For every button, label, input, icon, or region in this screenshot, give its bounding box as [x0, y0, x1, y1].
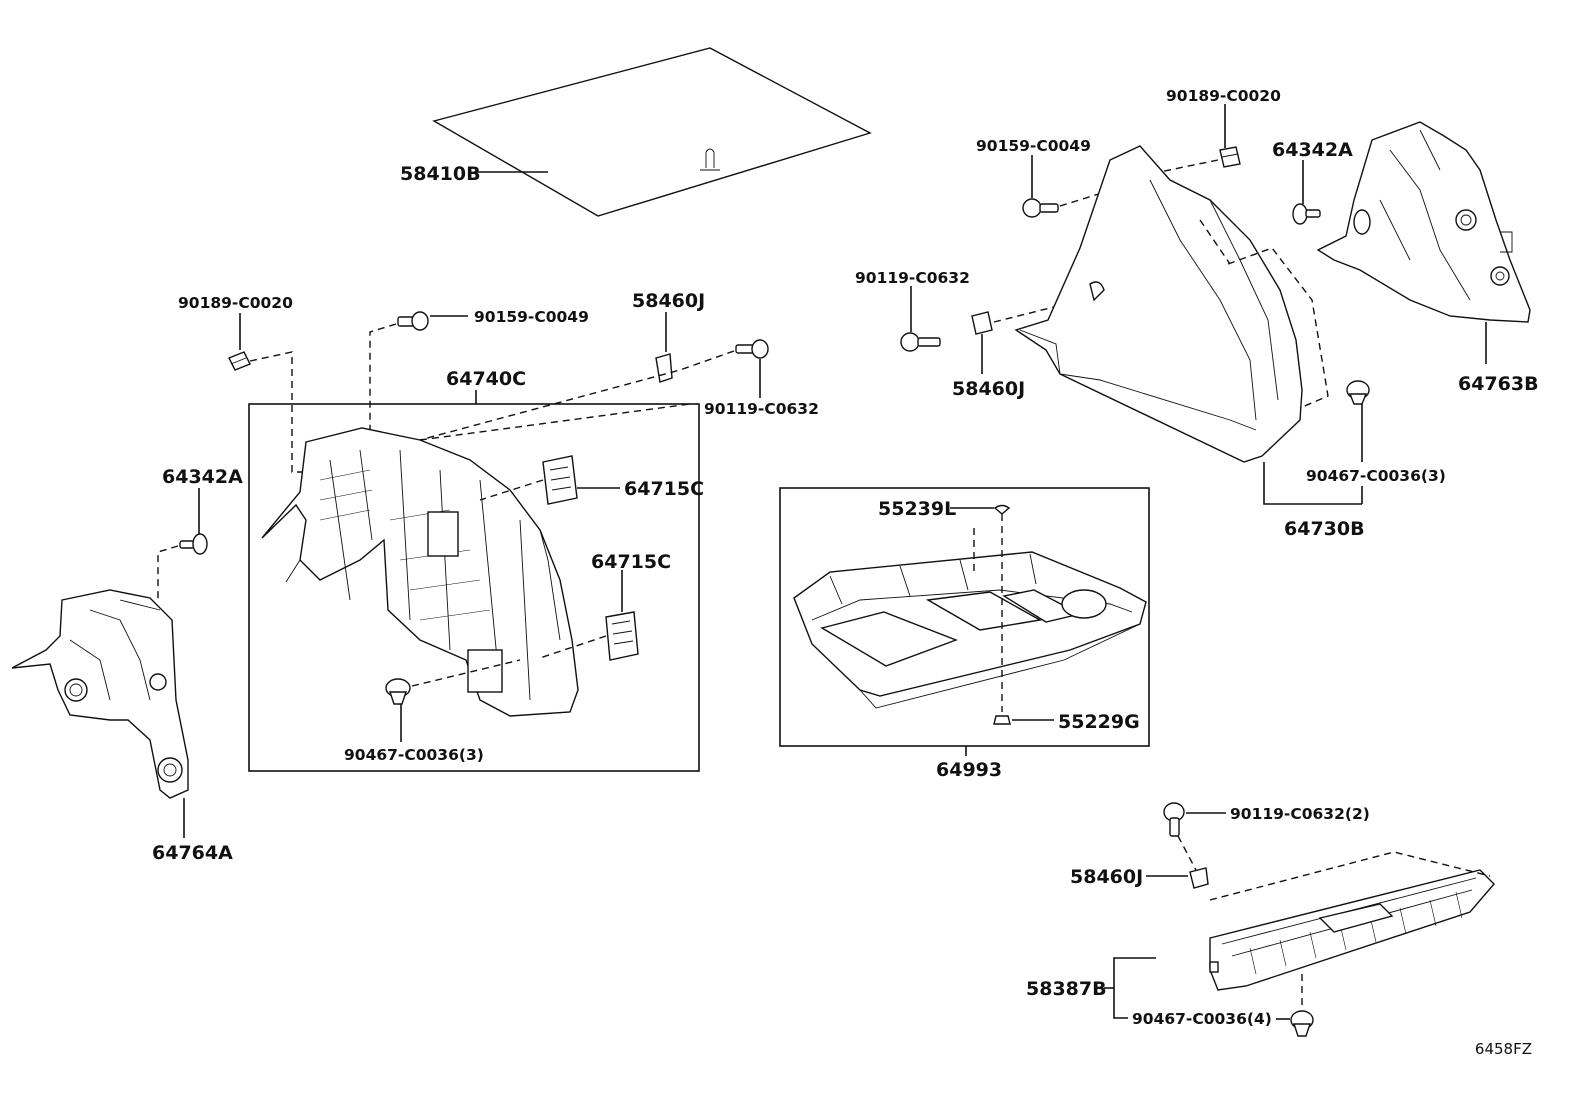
label-bolt-bottom: 90119-C0632(2) — [1230, 805, 1370, 823]
trim-right-dash2 — [1199, 219, 1231, 265]
label-clip-top-left: 90189-C0020 — [178, 294, 293, 312]
label-retainer-bottom: 58460J — [1070, 866, 1143, 888]
pin-right-icon — [1292, 203, 1321, 225]
label-bolt-right: 90119-C0632 — [855, 269, 970, 287]
label-screw-top-left: 90159-C0049 — [474, 308, 589, 326]
label-pin-left: 64342A — [162, 466, 243, 488]
sill-plate-leader — [1113, 957, 1156, 1019]
trim-right-dash — [1227, 247, 1329, 409]
sill-plate-part — [1209, 869, 1495, 991]
figure-code: 6458FZ — [1475, 1040, 1532, 1058]
label-screw-top-right: 90159-C0049 — [976, 137, 1091, 155]
label-clip-bottom: 90467-C0036(4) — [1132, 1010, 1272, 1028]
bolt-left-path — [419, 350, 735, 441]
label-panel-left: 64764A — [152, 842, 233, 864]
retainer-right-path — [993, 297, 1091, 323]
clip-top-left-path — [249, 351, 322, 473]
bolt-left-icon — [735, 339, 769, 359]
clip-bottom-icon — [1290, 1010, 1314, 1037]
quarter-trim-right-part — [1014, 145, 1303, 463]
box-clip-top-icon — [993, 504, 1011, 515]
clip-left-bottom-icon — [385, 678, 411, 705]
deck-tray-part — [793, 551, 1147, 709]
label-bracket-upper: 64715C — [624, 478, 704, 500]
label-sill-plate: 58387B — [1026, 978, 1107, 1000]
deck-box-frame — [779, 487, 1150, 747]
clip-top-right-icon — [1219, 146, 1241, 168]
label-clip-right: 90467-C0036(3) — [1306, 467, 1446, 485]
retainer-right-icon — [971, 311, 993, 335]
label-clip-left-bottom: 90467-C0036(3) — [344, 746, 484, 764]
bracket-lower-part — [605, 611, 639, 661]
bolt-bottom-icon — [1163, 802, 1185, 837]
trim-left-box — [248, 403, 700, 772]
screw-top-right-icon — [1022, 198, 1059, 218]
bolt-right-icon — [900, 332, 941, 352]
label-trim-right: 64730B — [1284, 518, 1365, 540]
pin-left-icon — [179, 533, 208, 555]
label-bracket-lower: 64715C — [591, 551, 671, 573]
panel-right-part — [1316, 121, 1531, 323]
box-clip-bottom-icon — [993, 715, 1011, 725]
trim-left-top-dash — [419, 403, 691, 441]
label-retainer-left: 58460J — [632, 290, 705, 312]
floor-mat-part — [432, 47, 872, 217]
label-bolt-left: 90119-C0632 — [704, 400, 819, 418]
screw-top-left-path — [369, 323, 397, 456]
trim-right-leader — [1263, 462, 1362, 505]
retainer-bottom-icon — [1189, 867, 1209, 889]
label-mat: 58410B — [400, 163, 481, 185]
pin-left-path — [157, 545, 179, 602]
label-retainer-right: 58460J — [952, 378, 1025, 400]
label-panel-right: 64763B — [1458, 373, 1539, 395]
clip-left-bottom-path — [411, 659, 521, 687]
bracket-upper-part — [542, 455, 578, 505]
panel-left-part — [11, 589, 189, 799]
label-trim-left: 64740C — [446, 368, 526, 390]
quarter-trim-left-part — [261, 427, 579, 717]
clip-right-icon — [1346, 380, 1370, 405]
label-clip-top-right: 90189-C0020 — [1166, 87, 1281, 105]
label-deck-box: 64993 — [936, 759, 1002, 781]
sill-plate-dash — [1209, 851, 1491, 901]
bolt-bottom-path — [1177, 835, 1197, 871]
retainer-left-icon — [655, 353, 673, 383]
clip-top-left-icon — [228, 351, 251, 371]
label-pin-right: 64342A — [1272, 139, 1353, 161]
label-box-clip-bottom: 55229G — [1058, 711, 1140, 733]
label-box-clip-top: 55239L — [878, 498, 956, 520]
screw-top-left-icon — [397, 311, 429, 331]
